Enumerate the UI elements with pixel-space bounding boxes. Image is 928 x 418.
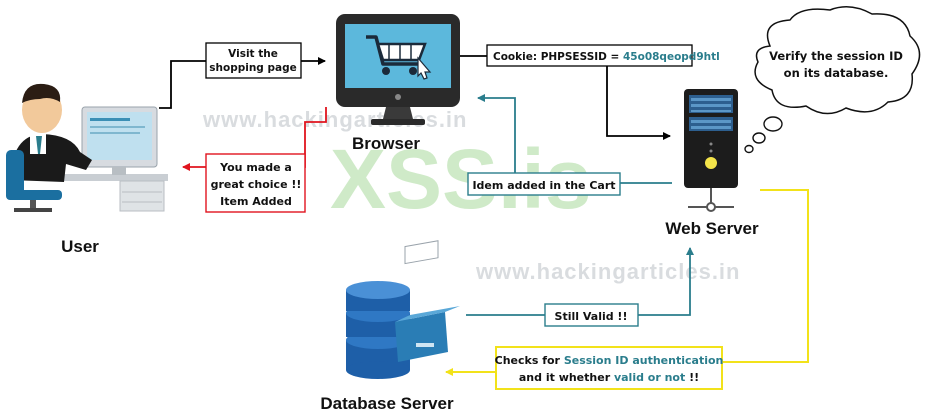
browser-label: Browser bbox=[352, 134, 420, 153]
choice-line-2: great choice !! bbox=[211, 178, 302, 191]
checks-box bbox=[495, 346, 723, 390]
web-server-label: Web Server bbox=[665, 219, 759, 238]
watermark-top: www.hackingarticles.in bbox=[202, 107, 467, 132]
arrow-server-to-db-yellow bbox=[722, 189, 809, 363]
checks-line-2-suffix: !! bbox=[685, 371, 699, 384]
checks-line-1-accent: Session ID authentication bbox=[564, 354, 724, 367]
cookie-prefix: Cookie: PHPSESSID = bbox=[493, 51, 623, 63]
database-icon bbox=[346, 240, 460, 379]
cart-box bbox=[467, 172, 621, 196]
user-at-computer-icon bbox=[6, 83, 168, 212]
choice-line-1: You made a bbox=[219, 161, 292, 174]
watermark-bottom: www.hackingarticles.in bbox=[475, 259, 740, 284]
cookie-value: 45o08qeopd9htl bbox=[623, 51, 720, 63]
thought-cloud bbox=[744, 6, 921, 154]
shopping-cart-icon bbox=[366, 35, 432, 80]
thought-line-1: Verify the session ID bbox=[769, 49, 903, 63]
cookie-box bbox=[486, 44, 693, 67]
visit-box bbox=[205, 42, 302, 79]
arrow-cookie-to-server bbox=[460, 55, 671, 140]
checks-line-2-prefix: and it whether bbox=[519, 371, 614, 384]
checks-line-2: and it whether valid or not !! bbox=[519, 371, 699, 384]
checks-line-1: Checks for Session ID authentication bbox=[495, 354, 724, 367]
still-valid-text: Still Valid !! bbox=[555, 310, 628, 323]
checks-line-2-accent: valid or not bbox=[614, 371, 685, 384]
checks-line-1-prefix: Checks for bbox=[495, 354, 564, 367]
choice-box bbox=[205, 153, 306, 213]
user-label: User bbox=[61, 237, 99, 256]
visit-line-2: shopping page bbox=[209, 62, 296, 74]
still-valid-box bbox=[544, 303, 639, 327]
choice-line-3: Item Added bbox=[220, 195, 292, 208]
cart-text: Idem added in the Cart bbox=[472, 179, 615, 192]
visit-line-1: Visit the bbox=[228, 48, 278, 60]
thought-line-2: on its database. bbox=[784, 66, 889, 80]
arrow-db-to-server bbox=[466, 247, 694, 316]
cookie-text: Cookie: PHPSESSID = 45o08qeopd9htl bbox=[493, 51, 720, 63]
database-server-label: Database Server bbox=[320, 394, 454, 413]
web-server-tower-icon bbox=[684, 89, 738, 212]
